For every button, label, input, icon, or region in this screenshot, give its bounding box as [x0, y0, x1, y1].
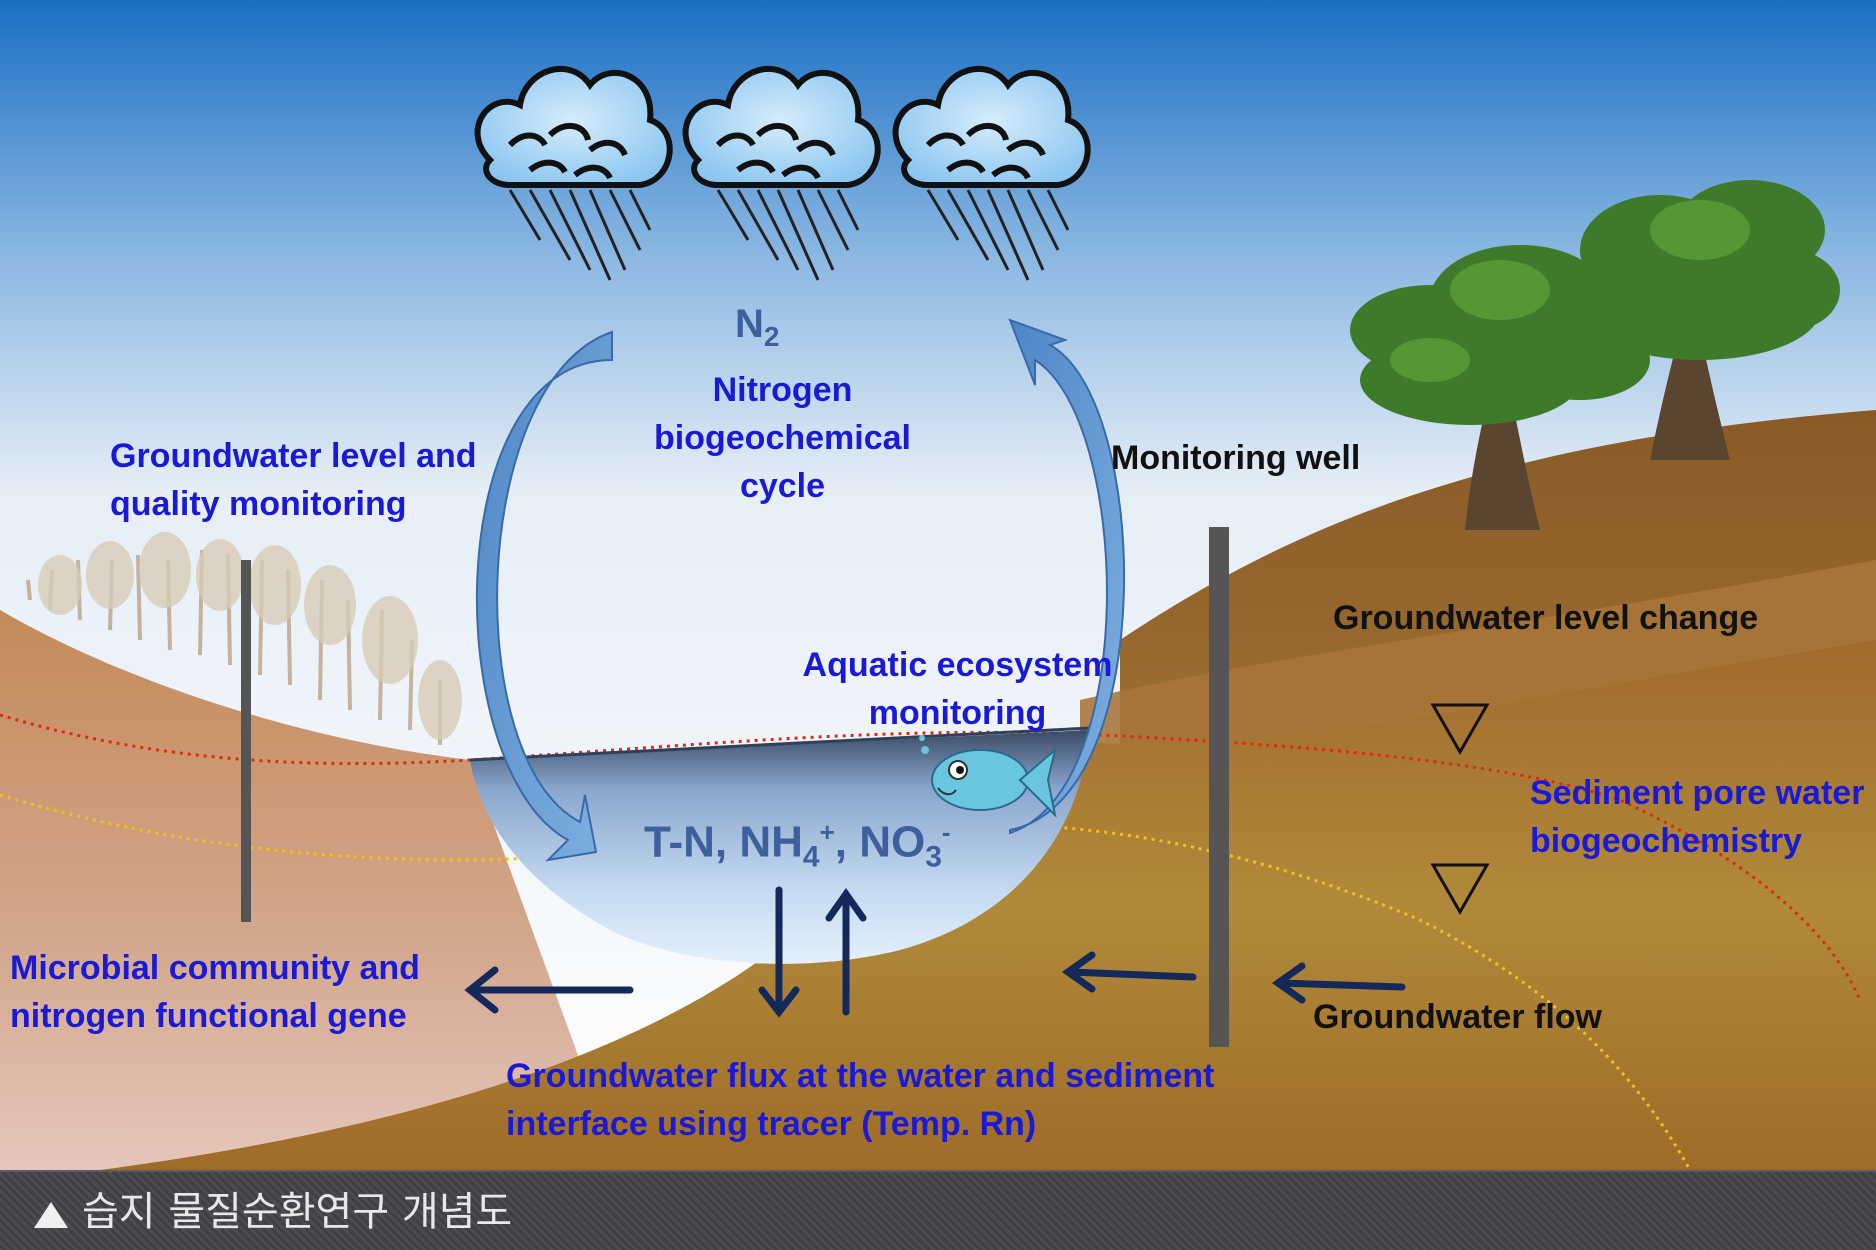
arrow-left-well [1061, 951, 1197, 993]
arrow-left-groundwater-flow [1271, 962, 1406, 1004]
caption-text: 습지 물질순환연구 개념도 [82, 1189, 513, 1235]
groundwater-level-change-label: Groundwater level change [1333, 599, 1759, 637]
rain-cloud-icon [682, 65, 881, 281]
trees-icon [1350, 180, 1840, 530]
cycle-arrow-up [1008, 318, 1126, 835]
triangle-up-icon [34, 1202, 68, 1228]
caption-bar: 습지 물질순환연구 개념도 [0, 1170, 1876, 1250]
rain-cloud-icon [892, 65, 1091, 281]
n2-label: N2 [735, 302, 780, 352]
left-soil [0, 610, 620, 1170]
arrow-left-microbial [464, 966, 634, 1014]
nitrogen-cycle-label: Nitrogen biogeochemical cycle [654, 371, 911, 505]
water-level-icon [1430, 703, 1490, 756]
microbial-community-label: Microbial community and nitrogen functio… [10, 949, 420, 1035]
aquatic-ecosystem-label: Aquatic ecosystem monitoring [802, 646, 1113, 732]
water-level-icon [1430, 863, 1490, 916]
fish-icon [919, 735, 1057, 819]
monitoring-well-right [1209, 527, 1229, 1047]
groundwater-flux-label: Groundwater flux at the water and sedime… [506, 1057, 1215, 1143]
cycle-arrow-down [476, 330, 613, 862]
nitrogen-species-label: T-N, NH4+, NO3- [644, 817, 951, 874]
arrow-up-flux [825, 887, 867, 1016]
arrow-down-flux [758, 886, 800, 1018]
monitoring-well-label: Monitoring well [1111, 439, 1361, 477]
monitoring-well-left [241, 560, 251, 922]
sediment-line [0, 793, 1692, 1171]
sediment-pore-water-label: Sediment pore water biogeochemistry [1530, 774, 1865, 860]
groundwater-flow-label: Groundwater flow [1313, 998, 1602, 1036]
groundwater-monitoring-label: Groundwater level and quality monitoring [110, 437, 477, 523]
rain-cloud-icon [474, 65, 673, 281]
